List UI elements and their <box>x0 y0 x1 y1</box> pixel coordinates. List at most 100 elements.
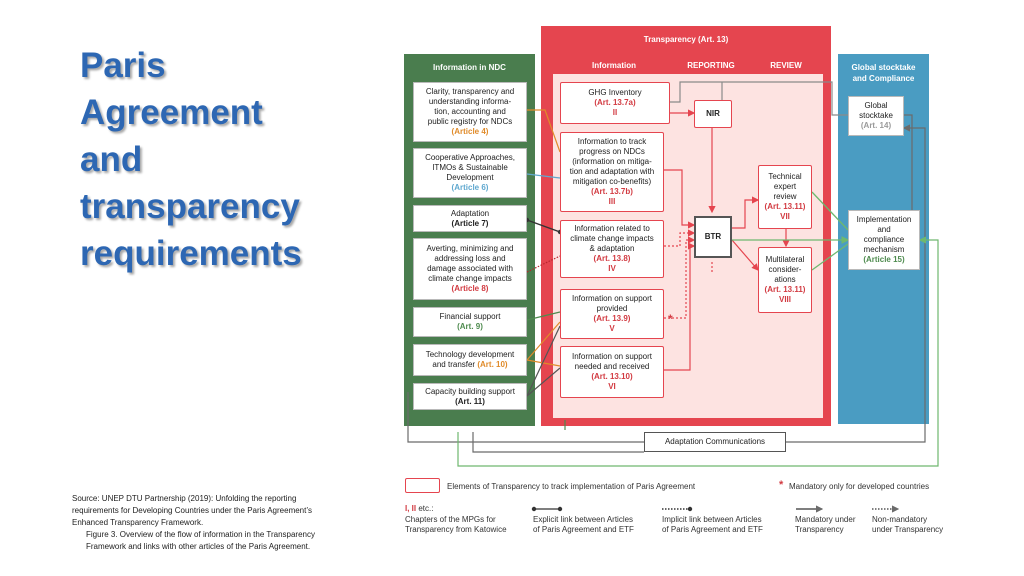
box-ref: (Art. 13.10) <box>591 372 633 381</box>
box-ref: (Art. 14) <box>860 121 892 130</box>
box-ref: (Article 6) <box>451 183 489 192</box>
info-box-impacts-adaptation: Information related to climate change im… <box>560 220 664 278</box>
slide-title: Paris Agreement and transparency require… <box>80 42 380 277</box>
box-text: addressing loss and <box>434 254 506 263</box>
info-box-support-provided: Information on support provided (Art. 13… <box>560 289 664 339</box>
legend-chapters-2: Transparency from Katowice <box>405 525 507 534</box>
legend-mandatory-1: Mandatory under <box>795 515 856 524</box>
chapter-number: VII <box>780 212 790 221</box>
box-ref: (Art. 9) <box>457 322 483 331</box>
legend-implicit-dot <box>687 506 693 512</box>
box-text: Information to track <box>577 137 647 146</box>
box-text: and transfer <box>432 360 476 369</box>
source-line: Source: UNEP DTU Partnership (2019): Unf… <box>72 494 297 503</box>
legend-mandatory-developed: Mandatory only for developed countries <box>789 482 930 491</box>
box-text: stocktake <box>859 111 893 120</box>
chapter-number: IV <box>608 264 616 273</box>
box-text: and <box>877 225 891 234</box>
box-text: public registry for NDCs <box>427 117 513 126</box>
box-text: review <box>773 192 797 201</box>
box-text: progress on NDCs <box>579 147 645 156</box>
ndc-box-article-4: Clarity, transparency and understanding … <box>413 82 527 142</box>
box-text: damage associated with <box>427 264 513 273</box>
ndc-box-art-11: Capacity building support (Art. 11) <box>413 383 527 410</box>
box-text: Information on support <box>571 352 653 361</box>
legend-star: * <box>779 479 784 491</box>
legend-implicit-1: Implicit link between Articles <box>662 515 762 524</box>
title-line: Paris <box>80 46 166 85</box>
legend-elements-label: Elements of Transparency to track implem… <box>447 482 696 491</box>
ndc-box-article-6: Cooperative Approaches, ITMOs & Sustaina… <box>413 148 527 198</box>
gst-box-compliance: Implementation and compliance mechanism … <box>848 210 920 270</box>
gst-box-global-stocktake: Global stocktake (Art. 14) <box>848 96 904 136</box>
box-text: ations <box>774 275 796 284</box>
legend-explicit-1: Explicit link between Articles <box>533 515 634 524</box>
information-header: Information <box>592 61 636 70</box>
review-box-multilateral: Multilateral consider- ations (Art. 13.1… <box>758 247 812 313</box>
adaptation-communications-box: Adaptation Communications <box>644 432 786 452</box>
box-ref: (Art. 13.11) <box>764 285 806 294</box>
title-line: and <box>80 140 143 179</box>
chapter-number: VIII <box>778 295 791 304</box>
legend-roman: I, II etc.: <box>405 504 433 514</box>
box-text: mechanism <box>863 245 905 254</box>
legend-nonmandatory-1: Non-mandatory <box>872 515 928 524</box>
title-line: Agreement <box>80 93 263 132</box>
box-text: Global <box>864 101 888 110</box>
box-text: climate change impacts <box>570 234 654 243</box>
box-ref: (Article 8) <box>451 284 489 293</box>
reporting-header: REPORTING <box>687 61 735 70</box>
legend-implicit-2: of Paris Agreement and ETF <box>662 525 763 534</box>
source-line: requirements for Developing Countries un… <box>72 506 312 515</box>
box-ref: (Art. 13.7a) <box>594 98 636 107</box>
figure-caption-line: Framework and links with other articles … <box>86 542 311 551</box>
legend-explicit-dot <box>531 506 537 512</box>
box-ref: (Art. 13.11) <box>764 202 806 211</box>
box-ref: (Article 4) <box>451 127 489 136</box>
source-line: Enhanced Transparency Framework. <box>72 518 204 527</box>
loop-tech-adcom <box>472 432 644 453</box>
legend-explicit-2: of Paris Agreement and ETF <box>533 525 634 534</box>
gst-header-line-1: Global stocktake <box>851 63 916 72</box>
box-text: climate change impacts <box>428 274 512 283</box>
box-text: & adaptation <box>589 244 635 253</box>
chapter-number: V <box>609 324 615 333</box>
chapter-number: VI <box>608 382 616 391</box>
box-text: NIR <box>706 109 720 118</box>
info-box-ghg-inventory: GHG Inventory (Art. 13.7a) II <box>560 82 670 124</box>
box-text: compliance <box>863 235 905 244</box>
info-box-ndc-progress: Information to track progress on NDCs (i… <box>560 132 664 212</box>
legend-element-swatch <box>405 478 440 493</box>
box-text: Information on support <box>571 294 653 303</box>
box-ref: (Article 15) <box>863 255 905 264</box>
box-text: GHG Inventory <box>588 88 642 97</box>
box-text: tion and adaptation with <box>569 167 655 176</box>
box-text: Adaptation Communications <box>664 437 766 446</box>
ndc-box-art-9: Financial support (Art. 9) <box>413 307 527 337</box>
box-text: understanding informa- <box>428 97 512 106</box>
ndc-box-art-10: Technology development and transfer (Art… <box>413 344 527 376</box>
box-text: Cooperative Approaches, <box>425 153 515 162</box>
legend-mandatory-2: Transparency <box>795 525 844 534</box>
box-text: ITMOs & Sustainable <box>432 163 508 172</box>
legend-explicit-dot <box>557 506 563 512</box>
box-text: BTR <box>704 232 722 241</box>
box-text: expert <box>773 182 797 191</box>
box-ref: (Art. 13.8) <box>593 254 631 263</box>
mandatory-developed-star: * <box>668 312 673 326</box>
title-line: requirements <box>80 234 302 273</box>
box-ref: (Art. 11) <box>455 396 485 406</box>
box-text: Multilateral <box>765 255 805 264</box>
box-text: Implementation <box>856 215 912 224</box>
chapter-number: II <box>612 108 618 117</box>
figure-caption-line: Figure 3. Overview of the flow of inform… <box>86 530 315 539</box>
info-box-support-needed: Information on support needed and receiv… <box>560 346 664 398</box>
box-text: consider- <box>768 265 802 274</box>
gst-header-line-2: and Compliance <box>852 74 915 83</box>
box-text: Financial support <box>439 312 501 321</box>
ndc-header: Information in NDC <box>433 63 506 72</box>
box-ref: (Art. 13.7b) <box>591 187 633 196</box>
ndc-box-article-8: Averting, minimizing and addressing loss… <box>413 238 527 300</box>
legend-roman-label: I, II <box>405 504 417 513</box>
box-text: Information related to <box>574 224 650 233</box>
